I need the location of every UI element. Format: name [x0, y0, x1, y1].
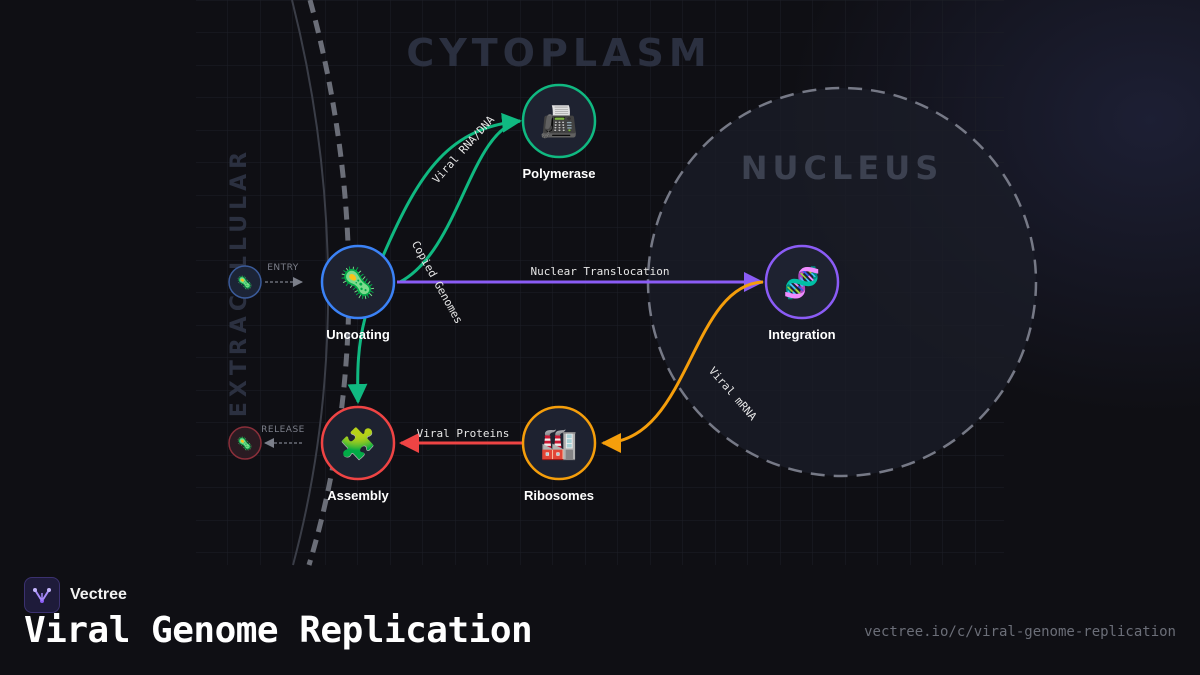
release-virus-circle — [228, 426, 262, 460]
node-assembly-label: Assembly — [327, 488, 389, 503]
node-integration-circle — [764, 244, 840, 320]
release-label: RELEASE — [261, 425, 305, 435]
node-uncoating-circle — [320, 244, 396, 320]
cell-membrane-outer — [306, 0, 352, 566]
edge-label-nuclear-translocation: Nuclear Translocation — [530, 265, 669, 278]
entry-label: ENTRY — [267, 263, 299, 273]
vectree-logo-icon — [24, 577, 60, 613]
fax-machine-icon: 📠 — [540, 104, 577, 140]
edge-viral-mrna — [601, 280, 764, 453]
node-assembly[interactable]: 🧩 Assembly — [320, 405, 396, 503]
node-polymerase[interactable]: 📠 Polymerase — [521, 83, 597, 181]
cytoplasm-label: CYTOPLASM — [406, 31, 711, 75]
factory-icon: 🏭 — [540, 427, 577, 462]
node-integration[interactable]: 🧬 Integration — [764, 244, 840, 342]
node-polymerase-circle — [521, 83, 597, 159]
nucleus-label: NUCLEUS — [741, 149, 944, 187]
node-assembly-circle — [320, 405, 396, 481]
puzzle-piece-icon: 🧩 — [339, 426, 376, 462]
node-ribosomes[interactable]: 🏭 Ribosomes — [521, 405, 597, 503]
dna-icon: 🧬 — [783, 264, 820, 301]
node-polymerase-label: Polymerase — [523, 166, 596, 181]
microbe-icon: 🦠 — [339, 265, 376, 301]
page-url[interactable]: vectree.io/c/viral-genome-replication — [864, 624, 1176, 640]
node-ribosomes-circle — [521, 405, 597, 481]
edge-label-viral-proteins: Viral Proteins — [417, 427, 510, 440]
node-uncoating-label: Uncoating — [326, 327, 390, 342]
node-uncoating[interactable]: 🦠 Uncoating — [320, 244, 396, 342]
brand-name: Vectree — [70, 586, 127, 603]
edge-uncoating-to-assembly — [347, 317, 368, 404]
page-title: Viral Genome Replication — [24, 610, 533, 651]
entry-virus-circle — [228, 265, 262, 299]
node-integration-label: Integration — [768, 327, 835, 342]
release-marker: 🦠 RELEASE — [228, 425, 305, 460]
node-ribosomes-label: Ribosomes — [524, 488, 594, 503]
release-virus-icon: 🦠 — [237, 436, 253, 452]
edge-viral-rna-dna — [381, 112, 522, 257]
entry-marker: 🦠 ENTRY — [228, 263, 303, 299]
footer-brand[interactable]: Vectree — [24, 577, 127, 613]
entry-virus-icon: 🦠 — [237, 275, 253, 291]
edge-copied-genomes — [399, 119, 521, 284]
